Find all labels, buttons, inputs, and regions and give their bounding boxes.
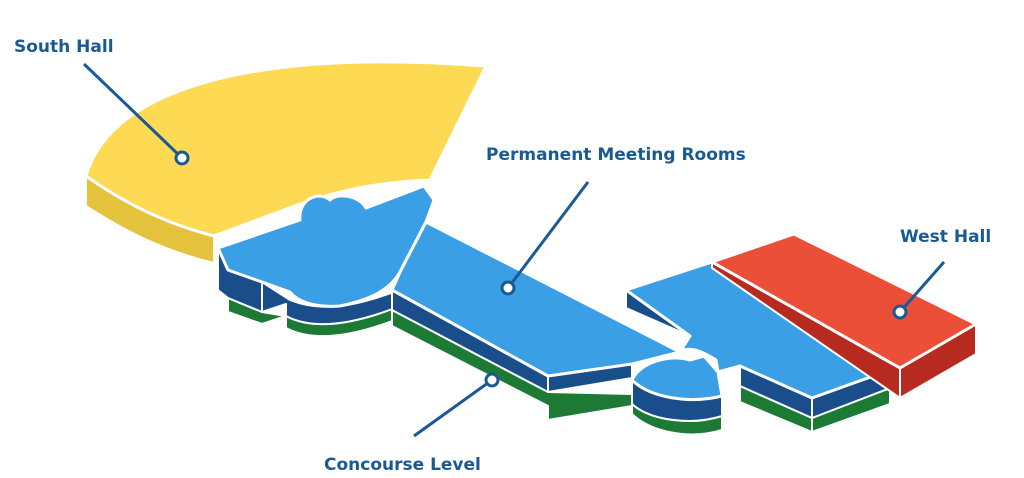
meeting-rooms-marker <box>500 280 516 296</box>
south-hall-marker <box>174 150 190 166</box>
concourse-marker <box>484 372 500 388</box>
south-hall-area[interactable] <box>84 60 488 264</box>
concourse-leader-line <box>413 378 493 438</box>
concourse-label: Concourse Level <box>324 455 481 475</box>
west-hall-callout <box>892 261 946 320</box>
south-hall-label: South Hall <box>14 37 114 57</box>
meeting-east-top <box>624 260 892 400</box>
meeting-rooms-callout <box>500 181 590 296</box>
meeting-rooms-leader-line <box>506 181 590 289</box>
west-hall-marker <box>892 304 908 320</box>
south-hall-leader-line <box>82 62 184 160</box>
south-hall-top <box>84 60 488 238</box>
south-hall-callout <box>82 62 190 166</box>
west-hall-area[interactable] <box>710 232 978 399</box>
concourse-callout <box>413 372 500 438</box>
meeting-rooms-label: Permanent Meeting Rooms <box>486 145 746 165</box>
west-hall-leader-line <box>898 261 946 313</box>
meeting-rooms-area[interactable] <box>216 184 892 422</box>
west-hall-label: West Hall <box>900 227 991 247</box>
west-hall-top <box>710 232 978 370</box>
concourse-corridor <box>391 309 633 421</box>
meeting-east-round-top <box>630 354 724 401</box>
